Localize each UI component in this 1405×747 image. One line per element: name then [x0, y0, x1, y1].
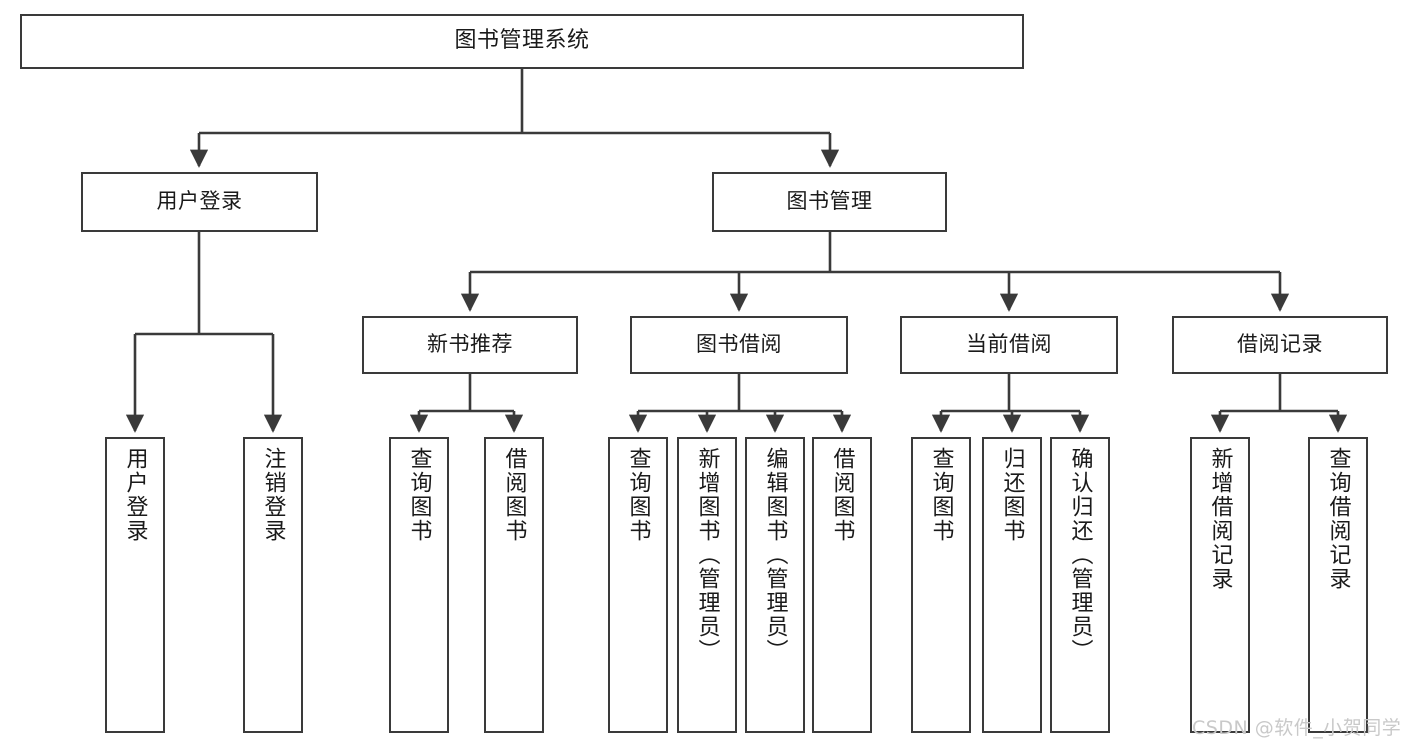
- leaf-query-book-1[interactable]: 查询图书: [389, 437, 449, 733]
- node-book-manage-label: 图书管理: [786, 189, 873, 214]
- leaf-return-book[interactable]: 归还图书: [982, 437, 1042, 733]
- node-current-borrow[interactable]: 当前借阅: [900, 316, 1118, 374]
- leaf-add-book-label: 新增图书（管理员）: [694, 447, 720, 663]
- node-user-login[interactable]: 用户登录: [81, 172, 318, 232]
- node-user-login-label: 用户登录: [156, 189, 243, 214]
- leaf-query-book-2[interactable]: 查询图书: [608, 437, 668, 733]
- leaf-query-book-3-label: 查询图书: [928, 447, 954, 543]
- leaf-edit-book-label: 编辑图书（管理员）: [762, 447, 788, 663]
- leaf-query-book-2-label: 查询图书: [625, 447, 651, 543]
- leaf-query-record[interactable]: 查询借阅记录: [1308, 437, 1368, 733]
- node-root[interactable]: 图书管理系统: [20, 14, 1024, 69]
- leaf-confirm-return[interactable]: 确认归还（管理员）: [1050, 437, 1110, 733]
- node-book-borrow[interactable]: 图书借阅: [630, 316, 848, 374]
- node-book-borrow-label: 图书借阅: [696, 332, 782, 357]
- leaf-add-record-label: 新增借阅记录: [1207, 447, 1233, 591]
- leaf-add-book[interactable]: 新增图书（管理员）: [677, 437, 737, 733]
- leaf-user-login[interactable]: 用户登录: [105, 437, 165, 733]
- leaf-borrow-book-1[interactable]: 借阅图书: [484, 437, 544, 733]
- node-current-borrow-label: 当前借阅: [966, 332, 1052, 357]
- leaf-borrow-book-1-label: 借阅图书: [501, 447, 527, 543]
- node-borrow-record[interactable]: 借阅记录: [1172, 316, 1388, 374]
- leaf-return-book-label: 归还图书: [999, 447, 1025, 543]
- leaf-confirm-return-label: 确认归还（管理员）: [1067, 447, 1093, 663]
- leaf-logout-label: 注销登录: [260, 447, 286, 543]
- node-book-manage[interactable]: 图书管理: [712, 172, 947, 232]
- leaf-query-record-label: 查询借阅记录: [1325, 447, 1351, 591]
- node-new-book-rec[interactable]: 新书推荐: [362, 316, 578, 374]
- leaf-query-book-1-label: 查询图书: [406, 447, 432, 543]
- leaf-borrow-book-2[interactable]: 借阅图书: [812, 437, 872, 733]
- leaf-logout[interactable]: 注销登录: [243, 437, 303, 733]
- leaf-add-record[interactable]: 新增借阅记录: [1190, 437, 1250, 733]
- leaf-edit-book[interactable]: 编辑图书（管理员）: [745, 437, 805, 733]
- watermark: CSDN @软件_小贺同学: [1192, 717, 1402, 739]
- node-root-label: 图书管理系统: [454, 28, 590, 54]
- leaf-query-book-3[interactable]: 查询图书: [911, 437, 971, 733]
- leaf-user-login-label: 用户登录: [122, 447, 148, 543]
- node-borrow-record-label: 借阅记录: [1237, 332, 1323, 357]
- node-new-book-rec-label: 新书推荐: [427, 332, 513, 357]
- leaf-borrow-book-2-label: 借阅图书: [829, 447, 855, 543]
